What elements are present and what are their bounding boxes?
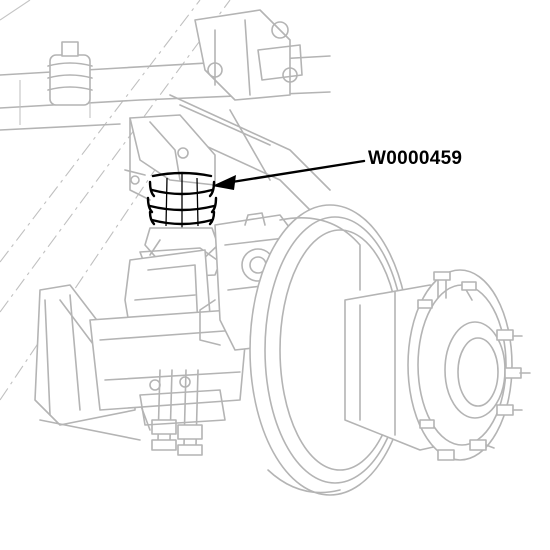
top-hanger-bracket xyxy=(194,9,303,101)
u-bolts xyxy=(139,369,226,456)
callout-arrow xyxy=(212,159,366,190)
bellows-spring[interactable] xyxy=(146,171,218,228)
upper-bellows xyxy=(47,41,93,106)
frame-rail xyxy=(0,0,231,401)
wheel-hub xyxy=(344,269,513,461)
part-number-label: W0000459 xyxy=(368,148,462,169)
axle-housing xyxy=(89,309,246,411)
bellows-mount-bracket xyxy=(124,114,216,201)
wheel-studs xyxy=(417,271,531,461)
